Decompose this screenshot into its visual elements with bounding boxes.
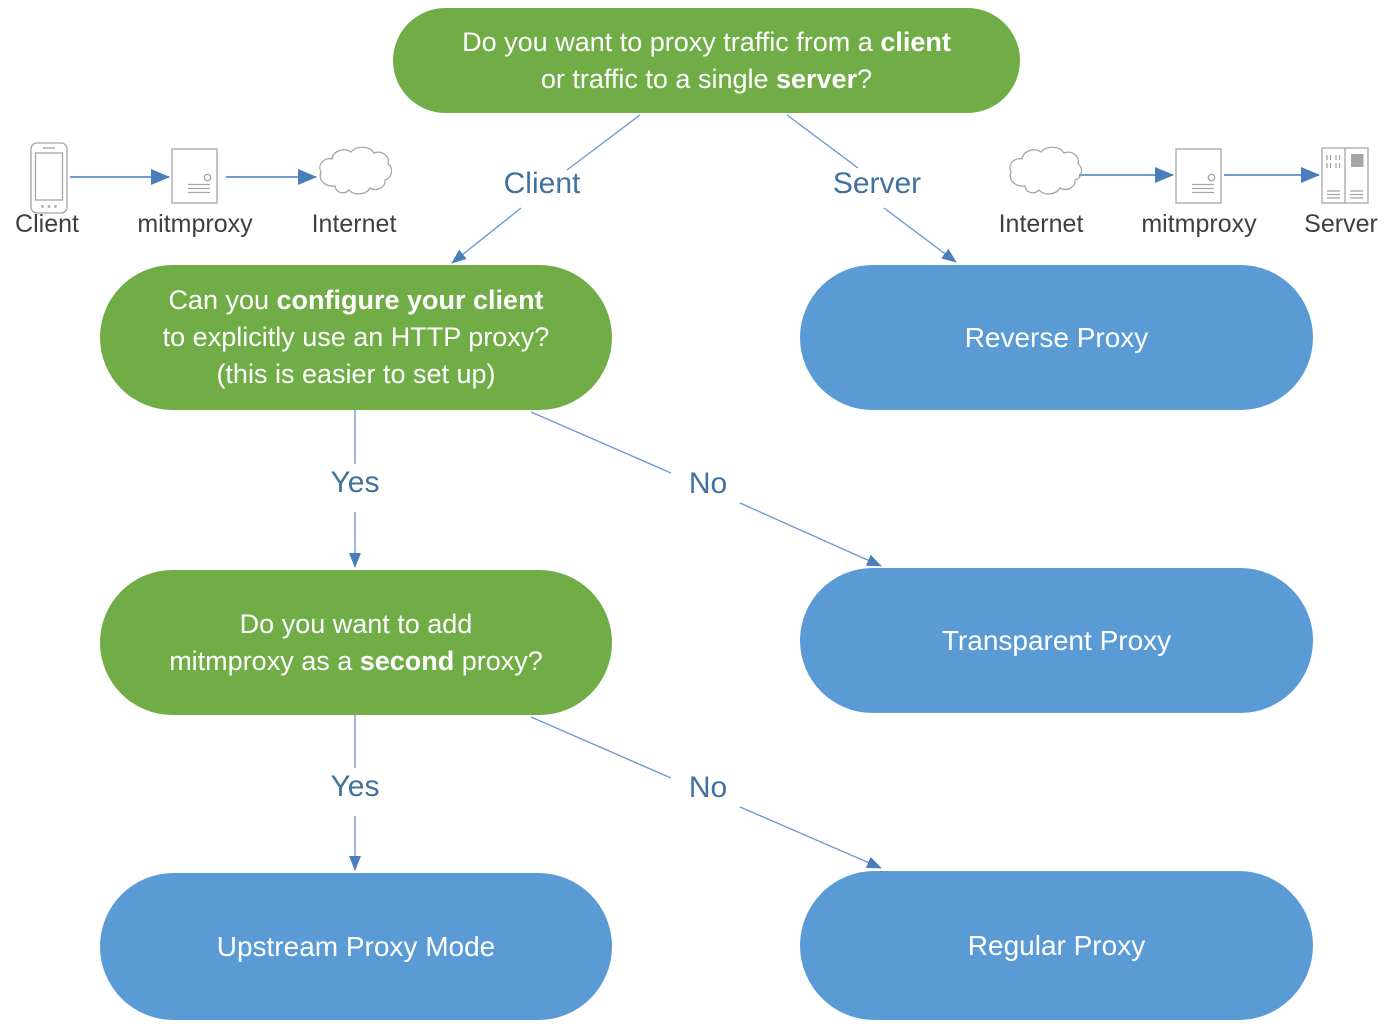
tower-server-icon	[171, 148, 218, 204]
cloud-icon	[1009, 146, 1082, 195]
icon-label-mitmproxy-left: mitmproxy	[137, 210, 253, 238]
cloud-icon	[319, 146, 392, 195]
connector-server-label-to-reverse	[883, 207, 957, 263]
node-label: Transparent Proxy	[941, 624, 1172, 656]
connector-root-to-client-label	[566, 114, 641, 171]
rack-server-icon	[1321, 147, 1369, 204]
icon-label-internet-left: Internet	[311, 210, 397, 238]
tower-server-icon	[1175, 148, 1222, 204]
node-reverse-proxy: Reverse Proxy	[800, 265, 1313, 410]
icon-label-internet-right: Internet	[998, 210, 1084, 238]
branch-label-server: Server	[832, 167, 922, 200]
branch-label-no-1: No	[688, 467, 728, 500]
icon-label-mitmproxy-right: mitmproxy	[1141, 210, 1257, 238]
branch-label-yes-1: Yes	[330, 466, 380, 499]
connector-no-label-to-transparent	[739, 502, 882, 567]
connector-client-label-to-configure	[451, 207, 522, 264]
node-upstream-proxy-mode: Upstream Proxy Mode	[100, 873, 612, 1020]
node-regular-proxy: Regular Proxy	[800, 871, 1313, 1020]
icon-label-client: Client	[15, 210, 79, 238]
node-root-question: Do you want to proxy traffic from a clie…	[393, 8, 1020, 113]
phone-icon	[30, 142, 68, 214]
icon-label-server-right: Server	[1304, 210, 1378, 238]
node-label: Reverse Proxy	[964, 321, 1149, 353]
node-transparent-proxy: Transparent Proxy	[800, 568, 1313, 713]
connector-second-to-no-label	[530, 716, 672, 779]
branch-label-no-2: No	[688, 771, 728, 804]
connector-configure-to-no-label	[530, 411, 672, 474]
branch-label-yes-2: Yes	[330, 770, 380, 803]
node-label: Upstream Proxy Mode	[216, 930, 496, 962]
node-label: Regular Proxy	[967, 929, 1146, 961]
branch-label-client: Client	[503, 167, 581, 200]
connector-no-label-to-regular	[739, 806, 882, 869]
connector-root-to-server-label	[786, 114, 859, 169]
